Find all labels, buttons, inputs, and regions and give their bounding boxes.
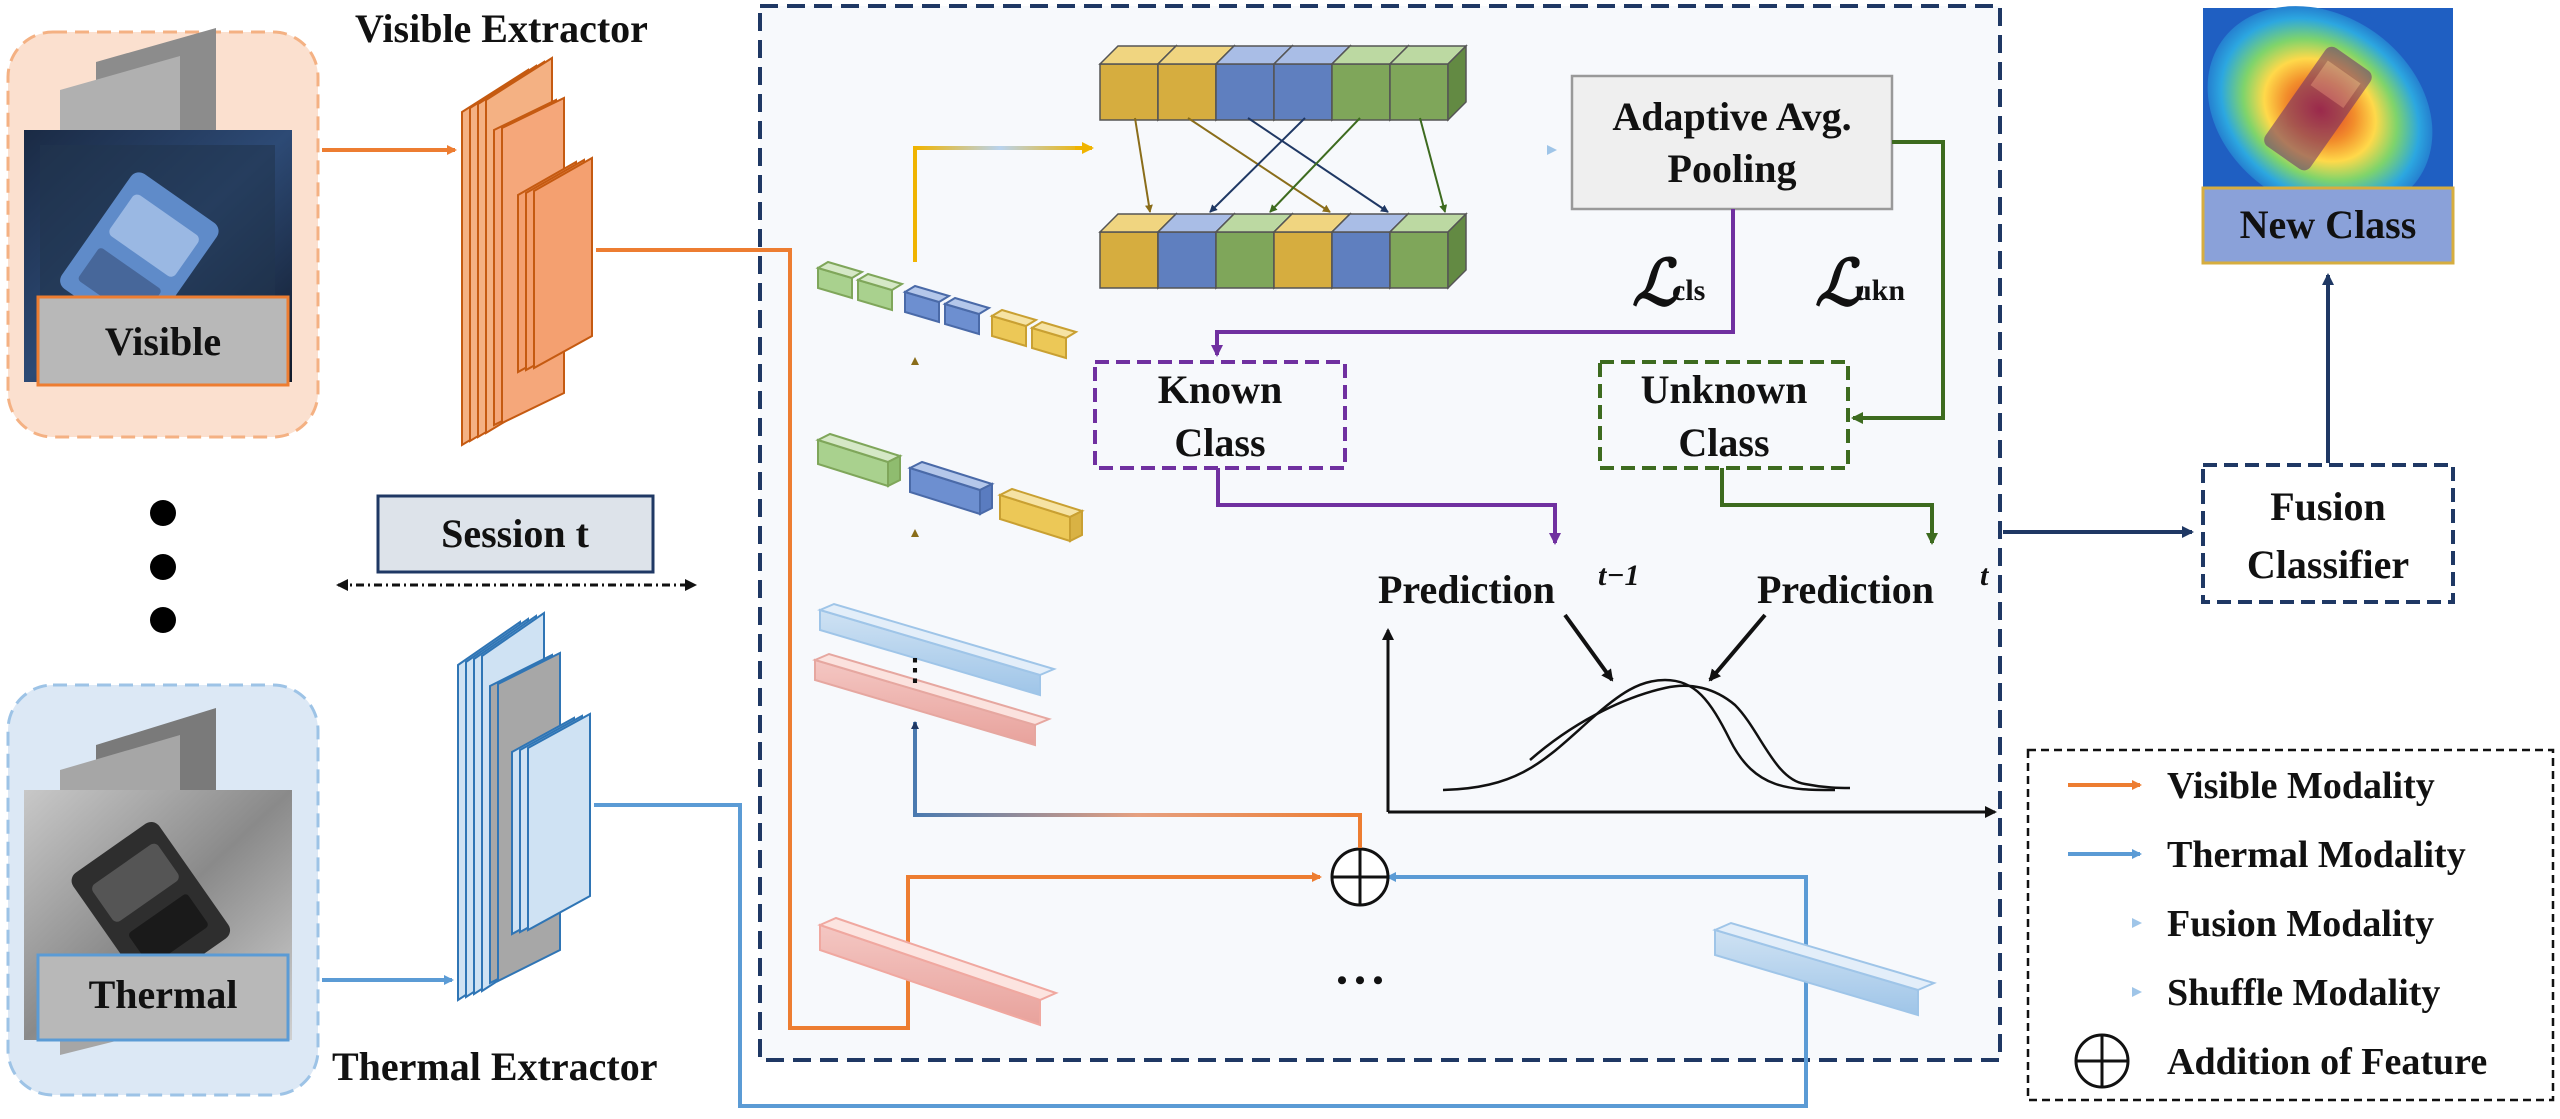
addition-symbol bbox=[1330, 847, 1390, 907]
fusion-path bbox=[913, 730, 1362, 848]
session-label: Session t bbox=[441, 511, 589, 556]
prediction-prev-pointer bbox=[1563, 613, 1614, 682]
thermal-extractor-title: Thermal Extractor bbox=[332, 1044, 657, 1089]
known-class-box bbox=[1093, 360, 1347, 470]
visible-extractor-title: Visible Extractor bbox=[355, 6, 648, 51]
legend-item-visible: Visible Modality bbox=[2068, 765, 2435, 807]
cube-row-bottom bbox=[1098, 212, 1468, 290]
svg-text:t−1: t−1 bbox=[1598, 559, 1640, 592]
adaptive-pooling-line1: Adaptive Avg. bbox=[1612, 94, 1851, 139]
visible-extractor bbox=[461, 56, 593, 447]
svg-text:cls: cls bbox=[1672, 274, 1705, 307]
svg-text:ukn: ukn bbox=[1855, 274, 1905, 307]
unknown-class-path bbox=[1851, 140, 1945, 424]
legend-label-shuffle: Shuffle Modality bbox=[2167, 972, 2440, 1014]
visible-feature-bar bbox=[817, 916, 1059, 1027]
prediction-current-pointer bbox=[1708, 613, 1767, 682]
legend-item-fusion: Fusion Modality bbox=[2068, 903, 2434, 945]
legend-item-shuffle: Shuffle Modality bbox=[2068, 972, 2440, 1014]
prediction-current: Prediction t bbox=[1757, 559, 1990, 612]
unknown-class-box bbox=[1598, 360, 1850, 470]
prediction-prev: Prediction t−1 bbox=[1378, 559, 1640, 612]
ellipsis-horizontal: • • • bbox=[1337, 964, 1384, 997]
known-to-prediction-path bbox=[1216, 468, 1561, 545]
fusion-classifier-line2: Classifier bbox=[2247, 542, 2409, 587]
dot-2 bbox=[150, 554, 176, 580]
thermal-label: Thermal bbox=[89, 972, 238, 1017]
loss-ukn: ℒ ukn bbox=[1815, 248, 1905, 319]
legend-label-thermal: Thermal Modality bbox=[2167, 834, 2466, 876]
unknown-class-line2: Class bbox=[1678, 420, 1769, 465]
svg-text:ℒ: ℒ bbox=[1815, 248, 1864, 319]
legend-label-addition: Addition of Feature bbox=[2167, 1041, 2487, 1083]
distribution-curve-prev bbox=[1442, 678, 1836, 792]
dot-1 bbox=[150, 500, 176, 526]
known-class-line1: Known bbox=[1158, 367, 1283, 412]
feature-cube-top-0 bbox=[1098, 44, 1178, 122]
feature-cube-top-5 bbox=[1388, 44, 1468, 122]
known-class-line2: Class bbox=[1174, 420, 1265, 465]
new-class-label: New Class bbox=[2240, 202, 2417, 247]
loss-cls: ℒ cls bbox=[1632, 248, 1705, 319]
svg-text:ℒ: ℒ bbox=[1632, 248, 1681, 319]
svg-text:Prediction: Prediction bbox=[1378, 567, 1555, 612]
thermal-extractor bbox=[457, 611, 591, 1002]
dot-3 bbox=[150, 607, 176, 633]
legend-item-addition: Addition of Feature bbox=[2074, 1033, 2487, 1089]
unknown-to-prediction-path bbox=[1720, 468, 1938, 545]
cube-row-top bbox=[1098, 44, 1468, 122]
visible-label: Visible bbox=[105, 319, 221, 364]
shuffle-to-cubes-path bbox=[913, 146, 1085, 262]
fused-feature-bars bbox=[812, 602, 1057, 747]
svg-text:Prediction: Prediction bbox=[1757, 567, 1934, 612]
unknown-class-line1: Unknown bbox=[1641, 367, 1808, 412]
legend-item-thermal: Thermal Modality bbox=[2068, 834, 2466, 876]
visible-label-box bbox=[36, 295, 290, 387]
thermal-feature-path bbox=[594, 803, 1808, 1108]
adaptive-pooling-line2: Pooling bbox=[1668, 146, 1797, 191]
feature-blocks-row-1 bbox=[815, 260, 1079, 360]
shuffle-connections bbox=[1134, 117, 1448, 213]
feature-cube-bottom-5 bbox=[1388, 212, 1468, 290]
legend-label-fusion: Fusion Modality bbox=[2167, 903, 2434, 945]
fusion-classifier-line1: Fusion bbox=[2270, 484, 2386, 529]
distribution-curve-current bbox=[1529, 684, 1851, 790]
visible-feature-path bbox=[596, 248, 1322, 1030]
thermal-feature-bar bbox=[1712, 921, 1937, 1017]
fusion-classifier-box bbox=[2201, 463, 2455, 604]
new-class-label-box bbox=[2201, 186, 2455, 265]
ellipsis-vertical: ⋮ bbox=[900, 654, 930, 687]
feature-blocks-row-2 bbox=[815, 432, 1085, 543]
known-class-path bbox=[1211, 209, 1735, 357]
session-box bbox=[376, 494, 655, 574]
legend-label-visible: Visible Modality bbox=[2167, 765, 2435, 807]
adaptive-pooling-box bbox=[1570, 74, 1894, 211]
thermal-label-box bbox=[36, 953, 290, 1042]
svg-text:t: t bbox=[1980, 559, 1990, 592]
